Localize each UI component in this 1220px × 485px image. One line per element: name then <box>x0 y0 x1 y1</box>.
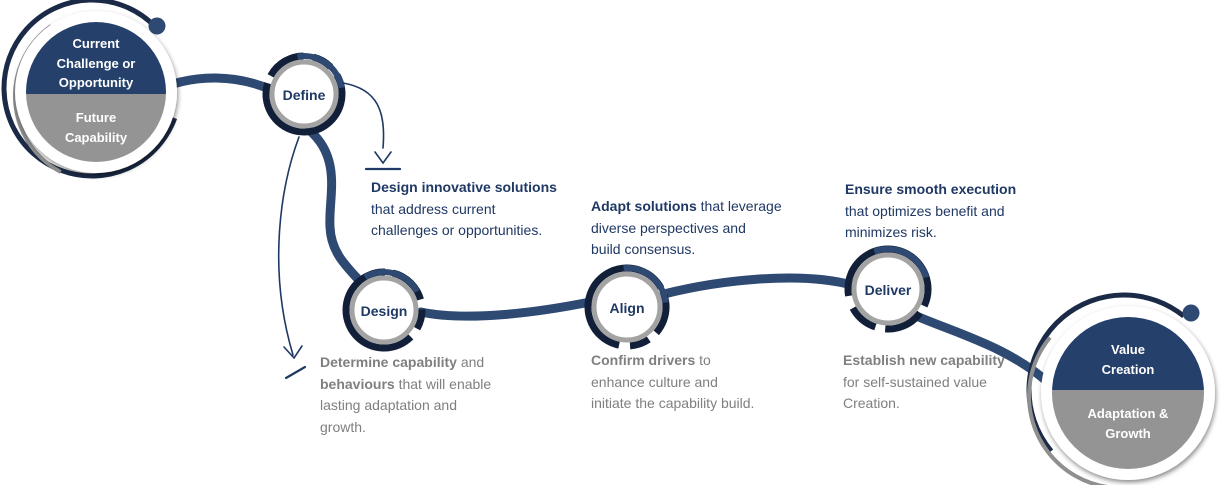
terminal-circle-current <box>1 0 189 184</box>
left-outer-dark-arc <box>1 0 183 179</box>
design-inner-circle <box>349 275 419 345</box>
arrow-to-define-note <box>277 136 300 356</box>
stage-label-align: Align <box>609 300 645 316</box>
design-ring-highlight <box>343 269 425 351</box>
connector-align-to-deliver <box>659 273 857 299</box>
deliver-inner-circle <box>851 252 925 326</box>
stage-label-design: Design <box>360 303 408 319</box>
stage-circle-define <box>262 52 346 136</box>
align-inner-circle <box>591 271 663 343</box>
define-inner-circle <box>269 59 339 129</box>
terminal-left-top-label: Current Challenge or Opportunity <box>56 36 136 90</box>
stage-circle-deliver <box>844 245 932 333</box>
stage-circle-align <box>584 264 670 350</box>
arrow-to-design-note <box>342 82 385 149</box>
align-ring-highlight <box>585 265 669 349</box>
connector-deliver-to-right <box>909 310 1057 391</box>
down-arrowhead-icon <box>374 151 392 165</box>
stage-circle-design <box>342 268 426 352</box>
define-note-arrowhead-icon <box>283 345 303 360</box>
right-ring-end-dot <box>1182 304 1200 322</box>
terminal-right-bottom-label: Adaptation & Growth <box>1087 406 1169 441</box>
terminal-left-bottom-label: Future Capability <box>64 110 128 145</box>
define-note-tick-mark <box>284 365 307 380</box>
define-ring-highlight <box>263 53 345 135</box>
terminal-right-top-label: Value Creation <box>1101 342 1155 377</box>
deliver-ring-highlight <box>845 246 931 332</box>
connector-define-to-design <box>304 125 362 283</box>
left-ring-end-dot <box>148 17 166 35</box>
journey-connector <box>145 73 1057 391</box>
stage-label-deliver: Deliver <box>864 282 912 298</box>
connector-design-to-align <box>416 297 595 321</box>
right-outer-gray-arc <box>1027 302 1215 485</box>
annotation-arrows <box>277 82 402 380</box>
stage-label-define: Define <box>282 87 326 103</box>
